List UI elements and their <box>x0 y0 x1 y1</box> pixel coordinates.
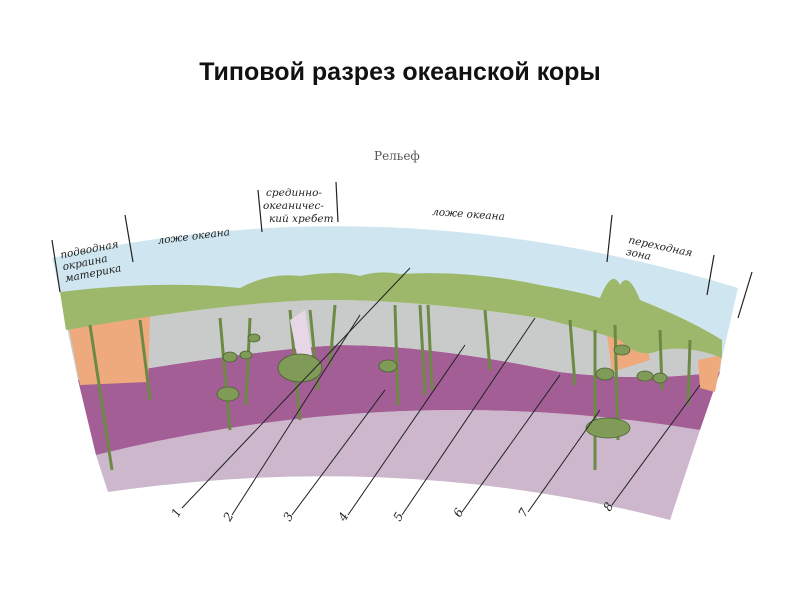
sediment-layer <box>60 272 722 358</box>
gabbro-bodies <box>216 333 668 439</box>
ridge-axis-patch <box>290 310 312 360</box>
number-label-4: 4 <box>335 510 351 524</box>
orange-layer-left <box>68 316 150 385</box>
orange-layer-far-right <box>698 355 722 392</box>
lower-crust-layer <box>96 410 700 520</box>
number-label-7: 7 <box>515 506 531 520</box>
number-label-6: 6 <box>450 506 466 520</box>
dikes <box>88 304 692 471</box>
gray-layer <box>66 300 722 380</box>
page-title: Типовой разрез океанской коры <box>199 58 601 86</box>
zone-dividers <box>51 181 753 319</box>
zone-label-floor-right: ложе океана <box>432 206 505 223</box>
relief-label: Рельеф <box>374 149 420 163</box>
zone-label-ridge: срединно- океаничес- кий хребет <box>263 187 334 225</box>
leader-lines <box>181 267 701 516</box>
